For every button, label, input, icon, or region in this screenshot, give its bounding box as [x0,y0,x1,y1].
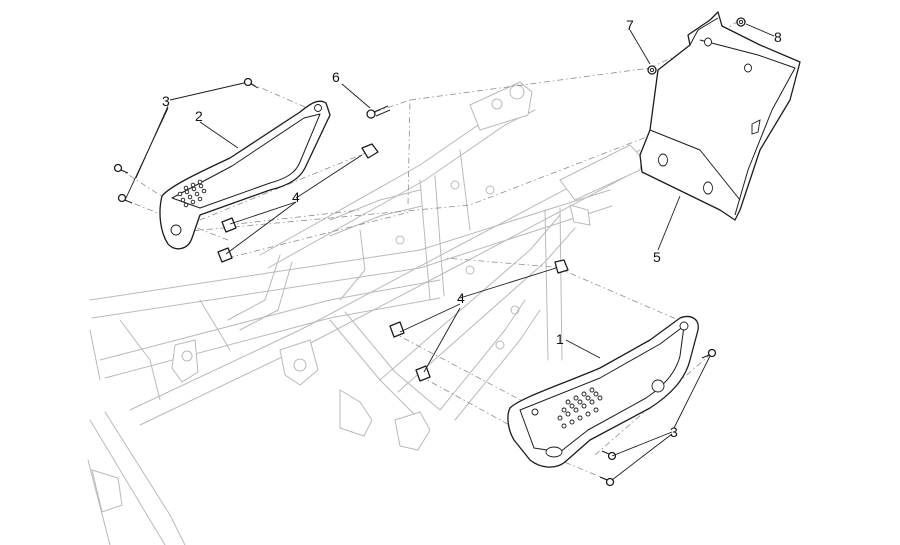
nut-8 [736,17,746,27]
right-footrest-plate [507,315,699,468]
callout-6: 6 [332,69,340,85]
callout-8: 8 [774,29,782,45]
screw-3-left-b [117,193,133,204]
screw-6 [366,105,391,119]
screw-3-right-a [701,348,717,359]
clip-4-upper-c [217,247,233,263]
rear-bracket-cover [639,11,801,221]
callout-2: 2 [195,108,203,124]
screw-3-right-c [599,476,615,487]
left-plate-grip-holes [177,179,207,208]
clip-4-upper-b [221,217,237,233]
screw-3-left-a [113,163,129,174]
clip-4-lower-b [389,321,405,338]
motorcycle-frame-ghost [87,81,643,545]
leader-lines [125,23,775,481]
callout-4-upper: 4 [292,189,300,205]
screw-3-top [243,77,259,89]
right-plate-grip-holes [557,387,603,429]
assembly-centerlines [117,19,741,481]
clip-4-lower-c [415,365,431,382]
callout-5: 5 [653,249,661,265]
callout-4-lower: 4 [457,290,465,306]
clip-4-upper-a [361,143,379,159]
callout-7: 7 [626,17,634,33]
callout-1: 1 [556,331,564,347]
clip-4-lower-a [554,259,569,274]
callout-labels: 1 2 3 3 4 4 5 6 7 8 [162,17,782,440]
callout-3-left: 3 [162,93,170,109]
left-footrest-plate [159,100,331,250]
callout-3-right: 3 [670,424,678,440]
nut-7 [647,65,657,75]
